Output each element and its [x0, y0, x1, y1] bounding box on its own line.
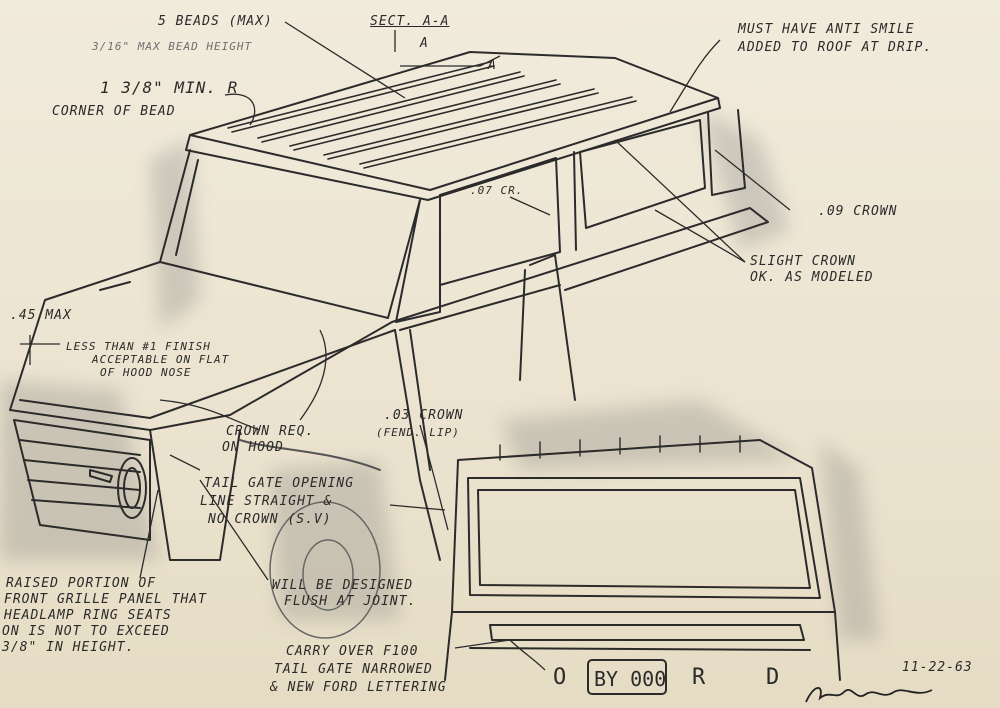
license-plate — [587, 659, 667, 695]
note-anti-smile-2: ADDED TO ROOF AT DRIP. — [738, 40, 933, 55]
note-section-a2: A — [488, 58, 497, 73]
note-max-45: .45 MAX — [10, 308, 72, 323]
note-finish-1: LESS THAN #1 FINISH — [66, 340, 211, 353]
note-crown-03-2: (FEND. LIP) — [376, 426, 460, 439]
note-corner-bead-2: CORNER OF BEAD — [52, 104, 176, 119]
note-tailgate-3: NO CROWN (S.V) — [208, 512, 332, 527]
front-wheel — [269, 501, 381, 639]
note-finish-3: OF HOOD NOSE — [100, 366, 192, 379]
rear-view-body — [451, 439, 836, 613]
note-beads-max: 5 BEADS (MAX) — [158, 14, 273, 29]
note-tailgate-2: LINE STRAIGHT & — [200, 494, 333, 509]
grille — [13, 419, 151, 541]
note-slight-crown-1: SLIGHT CROWN — [750, 254, 856, 269]
note-tailgate-1: TAIL GATE OPENING — [204, 476, 355, 491]
windshield — [159, 149, 421, 319]
note-slight-crown-2: OK. AS MODELED — [750, 270, 874, 285]
hood — [9, 261, 393, 431]
note-crown-req-2: ON HOOD — [222, 440, 284, 455]
note-anti-smile-1: MUST HAVE ANTI SMILE — [738, 22, 915, 37]
note-grille-5: 3/8" IN HEIGHT. — [2, 640, 135, 655]
note-bead-height: 3/16" MAX BEAD HEIGHT — [92, 40, 253, 53]
ford-letter-r: R — [692, 665, 707, 690]
leader-lines — [20, 21, 791, 671]
note-corner-bead-1: 1 3/8" MIN. R — [100, 78, 239, 97]
note-flush-1: WILL BE DESIGNED — [272, 578, 414, 593]
note-grille-2: FRONT GRILLE PANEL THAT — [4, 592, 208, 607]
front-fender — [149, 429, 241, 561]
note-crown-07: .07 CR. — [470, 184, 524, 197]
note-flush-2: FLUSH AT JOINT. — [284, 594, 417, 609]
note-grille-1: RAISED PORTION OF — [6, 576, 157, 591]
ford-letter-o: O — [553, 665, 568, 690]
note-section-a1: A — [420, 36, 429, 51]
note-finish-2: ACCEPTABLE ON FLAT — [92, 353, 230, 366]
note-grille-4: ON IS NOT TO EXCEED — [2, 624, 170, 639]
note-carry-2: TAIL GATE NARROWED — [274, 662, 433, 677]
note-grille-3: HEADLAMP RING SEATS — [4, 608, 172, 623]
license-plate-text: BY 000 — [594, 667, 667, 691]
signature — [805, 687, 933, 703]
note-crown-req-1: CROWN REQ. — [226, 424, 315, 439]
note-section: SECT. A-A — [370, 14, 450, 29]
note-date: 11-22-63 — [902, 660, 973, 675]
ford-letter-d: D — [766, 665, 781, 690]
note-crown-03-1: .03 CROWN — [384, 408, 464, 423]
note-carry-1: CARRY OVER F100 — [286, 644, 419, 659]
roof-outline — [189, 51, 719, 191]
body-belt-line — [391, 207, 769, 323]
roof-beads — [227, 61, 637, 169]
note-carry-3: & NEW FORD LETTERING — [270, 680, 447, 695]
side-window-rear — [579, 119, 706, 229]
headlamp — [117, 457, 147, 519]
side-window-front — [439, 157, 561, 286]
note-crown-09: .09 CROWN — [818, 204, 898, 219]
